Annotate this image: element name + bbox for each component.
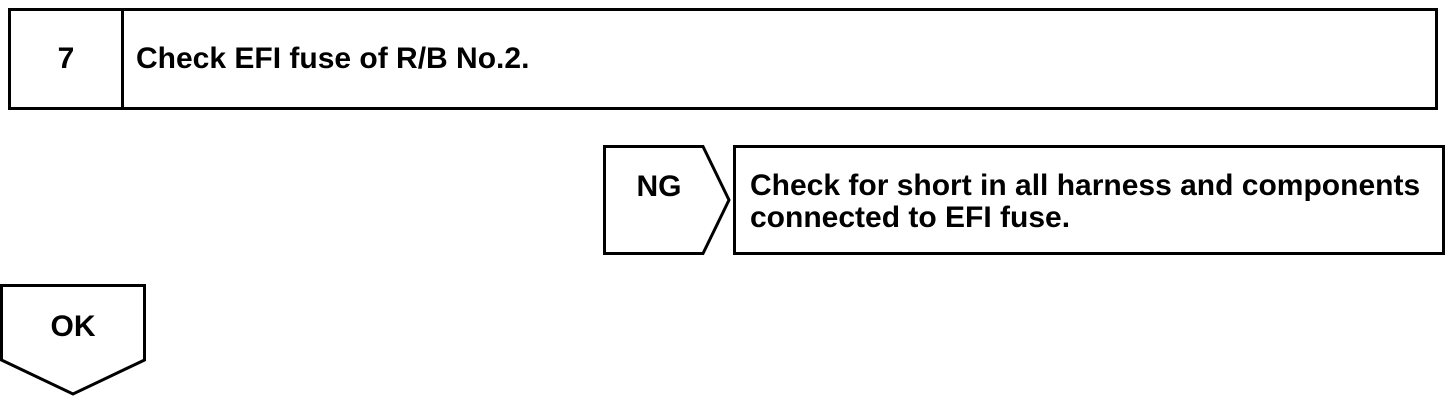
ng-result-box: Check for short in all harness and compo… [733, 145, 1445, 255]
step-title: Check EFI fuse of R/B No.2. [136, 42, 530, 75]
ng-result-line-2: connected to EFI fuse. [750, 201, 1071, 234]
step-box: 7 Check EFI fuse of R/B No.2. [8, 8, 1438, 110]
ok-label: OK [50, 310, 96, 343]
step-number: 7 [11, 11, 124, 107]
ok-arrow-shape [0, 284, 146, 396]
ng-result-line-1: Check for short in all harness and compo… [750, 169, 1421, 202]
ng-arrow-shape [603, 145, 731, 255]
ng-label: NG [636, 170, 682, 203]
